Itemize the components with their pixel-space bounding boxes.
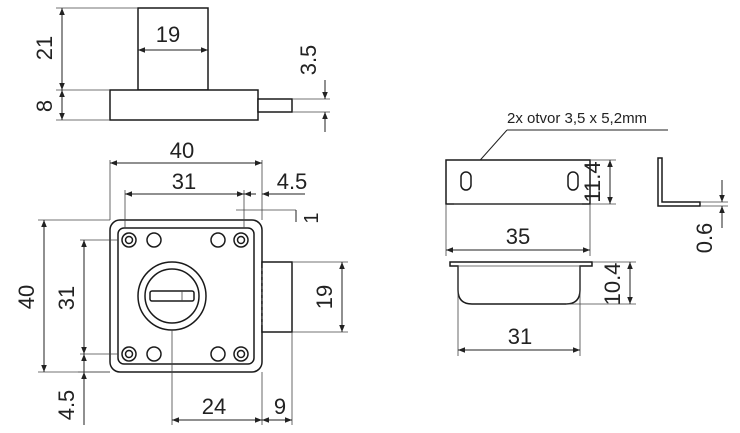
strike-dim-31: 31 [508, 324, 532, 349]
front-view: 40 31 4.5 1 40 31 4.5 19 24 9 [14, 138, 348, 425]
front-dim-31-width: 31 [172, 169, 196, 194]
front-dim-9: 9 [274, 394, 286, 419]
top-view-body [109, 89, 259, 121]
strike-dim-11-4: 11.4 [580, 161, 605, 202]
front-dim-31-height: 31 [54, 286, 79, 310]
front-dim-4-5-right: 4.5 [277, 169, 308, 194]
front-dim-4-5-bottom: 4.5 [54, 390, 79, 421]
top-view-bolt [257, 98, 293, 113]
keyhole-slot [149, 290, 195, 302]
front-view-bolt [261, 261, 293, 333]
top-dim-21: 21 [32, 36, 57, 60]
top-dim-19: 19 [156, 22, 180, 47]
strike-note: 2x otvor 3,5 x 5,2mm [507, 110, 647, 127]
front-dim-1: 1 [301, 212, 323, 223]
strike-box-view [449, 261, 593, 305]
strike-dim-10-4: 10.4 [600, 263, 625, 306]
strike-dim-35: 35 [506, 224, 530, 249]
top-dim-8: 8 [32, 100, 57, 112]
top-view-cylinder [137, 7, 209, 91]
front-dim-19-bolt: 19 [312, 285, 337, 309]
strike-plate: 2x otvor 3,5 x 5,2mm 11.4 35 0.6 10.4 [445, 110, 728, 356]
strike-hole-left [460, 171, 472, 191]
strike-hole-right [567, 171, 579, 191]
front-dim-40-width: 40 [170, 138, 194, 163]
front-dim-24: 24 [202, 394, 226, 419]
strike-side-profile [657, 157, 701, 207]
top-dim-3-5: 3.5 [296, 45, 321, 76]
front-dim-40-height: 40 [14, 285, 39, 309]
top-view: 21 8 19 3.5 [32, 7, 330, 132]
mounting-holes [121, 232, 249, 362]
strike-dim-0-6: 0.6 [692, 223, 717, 254]
